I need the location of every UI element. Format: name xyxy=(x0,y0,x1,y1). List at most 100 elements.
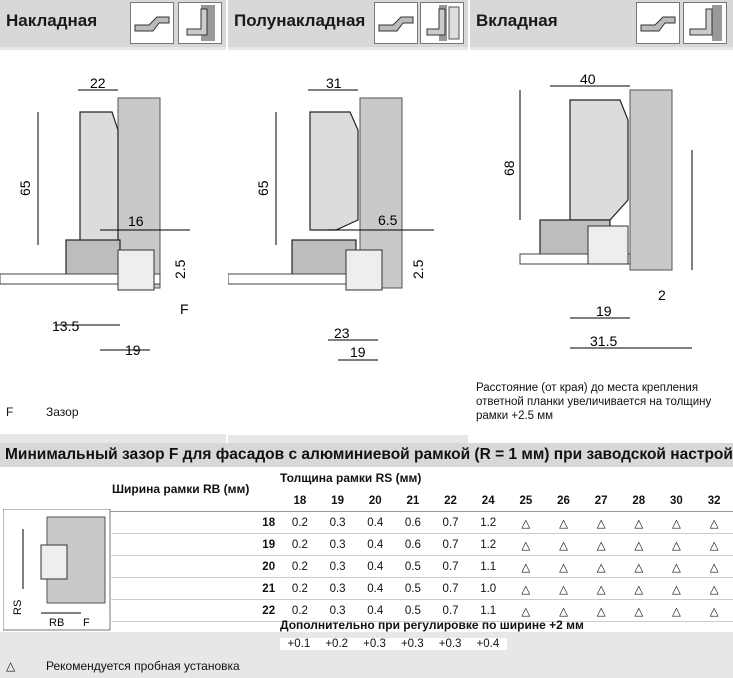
dim-gap-f-label: F xyxy=(180,301,189,317)
gap-cell: 0.2 xyxy=(281,555,319,578)
inset-f-label: F xyxy=(83,617,90,629)
gap-cell: △ xyxy=(507,555,545,578)
hinge-overlay-drawing: 22 65 16 2.5 F 13.5 19 xyxy=(0,75,190,358)
door-panel xyxy=(0,273,161,285)
dimension-drawing: 31 65 6.5 2.5 23 19 xyxy=(227,50,468,435)
gap-cell: △ xyxy=(657,555,696,578)
gap-cell: △ xyxy=(619,599,658,622)
table-row: 21 0.2 0.3 0.4 0.5 0.7 1.0 △ △ △ △ △ △ xyxy=(110,577,733,600)
table-header-row: 18 19 20 21 22 24 25 26 27 28 30 32 xyxy=(110,490,733,512)
hinge-arm xyxy=(79,111,119,251)
panel-inset: Вкладная 40 68 2 19 31.5 Расстояние (от … xyxy=(470,0,733,443)
hinge-arm xyxy=(569,99,629,221)
panel-title: Вкладная xyxy=(476,11,558,30)
gap-cell: 0.3 xyxy=(318,511,357,534)
hinge-thumbnail-side xyxy=(636,2,680,44)
aluminium-frame xyxy=(587,225,629,265)
gap-cell: 0.4 xyxy=(356,555,395,578)
rs-header: 21 xyxy=(394,490,432,512)
footnote-symbol: △ xyxy=(6,659,16,673)
gap-cell: 0.2 xyxy=(281,533,319,556)
adjustment-value: +0.3 xyxy=(355,638,394,650)
panel-title: Полунакладная xyxy=(234,11,366,30)
table-row: 19 0.2 0.3 0.4 0.6 0.7 1.2 △ △ △ △ △ △ xyxy=(110,533,733,556)
gap-cell: △ xyxy=(657,511,696,534)
frame-inset-diagram: RS RB F xyxy=(0,467,111,632)
gap-cell: △ xyxy=(695,555,733,578)
inset-rs-label: RS xyxy=(12,600,24,615)
gap-cell: △ xyxy=(544,555,583,578)
gap-cell: △ xyxy=(619,511,658,534)
rb-value: 18 xyxy=(110,511,282,534)
gap-cell: 0.7 xyxy=(431,555,470,578)
panel-title: Накладная xyxy=(6,11,98,30)
dim-gap-right-label: 2.5 xyxy=(172,259,188,279)
panel-overlay: Накладная 22 65 16 2.5 F 13.5 19 xyxy=(0,0,226,443)
gap-cell: △ xyxy=(582,533,620,556)
gap-table: 18 19 20 21 22 24 25 26 27 28 30 32 18 0… xyxy=(110,490,733,622)
gap-cell: △ xyxy=(507,599,545,622)
rs-header: 18 xyxy=(281,490,319,512)
adjustment-value: +0.3 xyxy=(431,638,469,650)
gap-cell: △ xyxy=(695,511,733,534)
gap-cell: 0.3 xyxy=(318,533,357,556)
gap-cell: △ xyxy=(582,577,620,600)
gap-cell: 0.7 xyxy=(431,577,470,600)
table-row: 18 0.2 0.3 0.4 0.6 0.7 1.2 △ △ △ △ △ △ xyxy=(110,511,733,534)
gap-cell: △ xyxy=(507,577,545,600)
rs-header: 27 xyxy=(582,490,620,512)
gap-cell: △ xyxy=(657,599,696,622)
panel-header: Полунакладная xyxy=(228,0,468,47)
hinge-cup xyxy=(65,239,121,277)
dim-bottom-left-label: 19 xyxy=(596,303,612,319)
hinge-side-icon xyxy=(378,16,414,32)
adjustment-value: +0.2 xyxy=(317,638,356,650)
gap-cell: 1.1 xyxy=(469,599,508,622)
gap-cell: 1.2 xyxy=(469,533,508,556)
door-panel xyxy=(519,253,631,265)
adjustment-value: +0.3 xyxy=(393,638,432,650)
gap-cell: 1.0 xyxy=(469,577,508,600)
gap-cell: △ xyxy=(582,511,620,534)
dim-top-label: 40 xyxy=(580,71,596,87)
gap-cell: 0.5 xyxy=(394,599,432,622)
gap-cell: 0.2 xyxy=(281,577,319,600)
hinge-thumbnail-side xyxy=(374,2,418,44)
gap-cell: 0.3 xyxy=(318,555,357,578)
hinge-front-icon xyxy=(186,5,215,41)
hinge-front-icon xyxy=(426,5,460,41)
hinge-thumbnail-front xyxy=(178,2,222,44)
gap-cell: △ xyxy=(544,599,583,622)
gap-cell: △ xyxy=(657,533,696,556)
gap-cell: 0.5 xyxy=(394,555,432,578)
frame-profile xyxy=(40,544,68,580)
dim-top-label: 22 xyxy=(90,75,106,91)
gap-cell: 1.2 xyxy=(469,511,508,534)
gap-cell: 0.4 xyxy=(356,511,395,534)
table-row: 22 0.2 0.3 0.4 0.5 0.7 1.1 △ △ △ △ △ △ xyxy=(110,599,733,622)
gap-cell: 0.4 xyxy=(356,599,395,622)
dim-height-label: 65 xyxy=(255,180,271,196)
rs-axis-label: Толщина рамки RS (мм) xyxy=(280,471,422,485)
gap-cell: 0.6 xyxy=(394,511,432,534)
dim-bottom-right-label: 31.5 xyxy=(590,333,617,349)
gap-cell: 0.5 xyxy=(394,577,432,600)
rs-header: 32 xyxy=(695,490,733,512)
gap-cell: △ xyxy=(544,511,583,534)
cabinet-side xyxy=(629,89,673,271)
footnote: △ Рекомендуется пробная установка xyxy=(0,656,733,678)
hinge-thumbnail-front xyxy=(420,2,464,44)
gap-cell: △ xyxy=(619,555,658,578)
adjustment-values: +0.1+0.2+0.3+0.3+0.3+0.4 xyxy=(280,638,507,650)
gap-cell: 0.3 xyxy=(318,577,357,600)
rs-header: 28 xyxy=(619,490,658,512)
rb-value: 22 xyxy=(110,599,282,622)
gap-cell: 0.4 xyxy=(356,577,395,600)
hinge-side-icon xyxy=(640,16,676,32)
gap-cell: 0.3 xyxy=(318,599,357,622)
footnote-text: Рекомендуется пробная установка xyxy=(46,659,240,673)
gap-cell: 1.1 xyxy=(469,555,508,578)
gap-cell: △ xyxy=(695,577,733,600)
dim-height-label: 68 xyxy=(501,160,517,176)
rb-value: 20 xyxy=(110,555,282,578)
